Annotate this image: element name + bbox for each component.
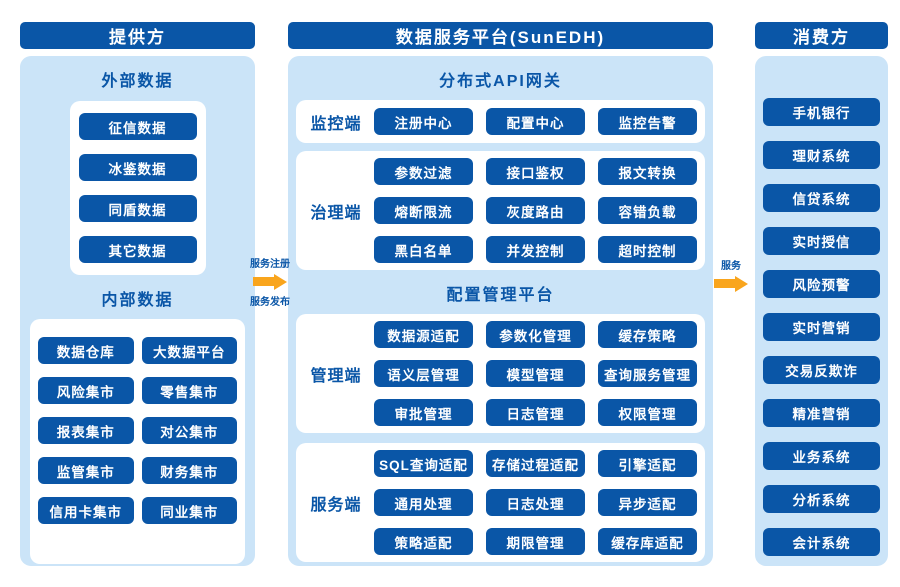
- config-module-node: 日志处理: [486, 489, 585, 516]
- consumer-system-node: 会计系统: [763, 528, 880, 556]
- gateway-module-node: 参数过滤: [374, 158, 473, 185]
- gateway-module-node: 灰度路由: [486, 197, 585, 224]
- platform-panel: 分布式API网关 监控端 注册中心 配置中心 监控告警 治理端 参数过滤 接口鉴…: [288, 56, 713, 566]
- consumer-system-node: 风险预警: [763, 270, 880, 298]
- gateway-module-node: 熔断限流: [374, 197, 473, 224]
- internal-data-node: 财务集市: [141, 457, 237, 484]
- internal-data-node: 同业集市: [141, 497, 237, 524]
- gateway-module-node: 报文转换: [598, 158, 697, 185]
- gateway-module-node: 接口鉴权: [486, 158, 585, 185]
- internal-data-node: 零售集市: [141, 377, 237, 404]
- consumer-system-node: 精准营销: [763, 399, 880, 427]
- consumer-system-node: 实时授信: [763, 227, 880, 255]
- gateway-module-node: 超时控制: [598, 236, 697, 263]
- arrow-head: [735, 275, 748, 292]
- gateway-module-node: 容错负载: [598, 197, 697, 224]
- external-data-node: 冰鉴数据: [78, 154, 197, 181]
- arrow-body: [714, 279, 735, 288]
- monitor-group-label: 监控端: [310, 115, 362, 133]
- governance-group: 治理端 参数过滤 接口鉴权 报文转换 熔断限流 灰度路由 容错负载 黑白名单 并…: [296, 151, 705, 270]
- config-module-node: 期限管理: [486, 528, 585, 555]
- consumer-header: 消费方: [755, 22, 888, 49]
- consumer-system-node: 手机银行: [763, 98, 880, 126]
- consumer-system-node: 实时营销: [763, 313, 880, 341]
- service-group-label: 服务端: [310, 496, 362, 514]
- config-module-node: SQL查询适配: [374, 450, 473, 477]
- internal-data-node: 对公集市: [141, 417, 237, 444]
- consumer-system-node: 理财系统: [763, 141, 880, 169]
- config-platform-title: 配置管理平台: [446, 287, 555, 304]
- service-group-grid: SQL查询适配 存储过程适配 引擎适配 通用处理 日志处理 异步适配 策略适配 …: [374, 450, 697, 555]
- platform-header-label: 数据服务平台(SunEDH): [395, 28, 606, 47]
- provider-header-label: 提供方: [109, 28, 166, 47]
- consumer-system-node: 分析系统: [763, 485, 880, 513]
- gateway-module-node: 监控告警: [598, 108, 697, 135]
- provider-to-platform-arrow: 服务注册 服务发布: [249, 255, 291, 308]
- internal-data-node: 大数据平台: [141, 337, 237, 364]
- provider-column: 提供方 外部数据 征信数据 冰鉴数据 同盾数据 其它数据 内部数据 数据仓库 大…: [20, 22, 255, 566]
- config-module-node: 权限管理: [598, 399, 697, 426]
- consumer-panel: 手机银行 理财系统 信贷系统 实时授信 风险预警 实时营销 交易反欺诈 精准营销…: [755, 56, 888, 566]
- internal-data-title: 内部数据: [101, 292, 174, 309]
- right-arrow-icon: [714, 275, 748, 292]
- governance-group-label: 治理端: [310, 204, 362, 222]
- internal-data-node: 监管集市: [38, 457, 134, 484]
- external-data-title: 外部数据: [101, 73, 174, 90]
- internal-data-node: 风险集市: [38, 377, 134, 404]
- internal-data-node: 信用卡集市: [38, 497, 134, 524]
- config-module-node: 参数化管理: [486, 321, 585, 348]
- monitor-group-grid: 注册中心 配置中心 监控告警: [374, 108, 697, 135]
- config-module-node: 查询服务管理: [598, 360, 697, 387]
- config-module-node: 日志管理: [486, 399, 585, 426]
- gateway-module-node: 注册中心: [374, 108, 473, 135]
- consumer-system-node: 业务系统: [763, 442, 880, 470]
- config-module-node: 语义层管理: [374, 360, 473, 387]
- external-data-node: 征信数据: [78, 113, 197, 140]
- config-module-node: 缓存库适配: [598, 528, 697, 555]
- internal-data-node: 数据仓库: [38, 337, 134, 364]
- right-arrow-icon: [253, 273, 287, 290]
- arrow-head: [274, 273, 287, 290]
- consumer-system-node: 信贷系统: [763, 184, 880, 212]
- external-data-node: 同盾数据: [78, 195, 197, 222]
- config-module-node: 存储过程适配: [486, 450, 585, 477]
- config-module-node: 审批管理: [374, 399, 473, 426]
- config-module-node: 异步适配: [598, 489, 697, 516]
- gateway-module-node: 并发控制: [486, 236, 585, 263]
- management-group-label: 管理端: [310, 367, 362, 385]
- platform-to-consumer-arrow: 服务: [710, 257, 752, 292]
- monitor-group: 监控端 注册中心 配置中心 监控告警: [296, 100, 705, 143]
- internal-data-box: 数据仓库 大数据平台 风险集市 零售集市 报表集市 对公集市 监管集市 财务集市…: [30, 319, 245, 564]
- arrow-body: [253, 277, 274, 286]
- config-module-node: 数据源适配: [374, 321, 473, 348]
- provider-header: 提供方: [20, 22, 255, 49]
- provider-panel: 外部数据 征信数据 冰鉴数据 同盾数据 其它数据 内部数据 数据仓库 大数据平台…: [20, 56, 255, 566]
- internal-data-node: 报表集市: [38, 417, 134, 444]
- config-module-node: 模型管理: [486, 360, 585, 387]
- consumer-system-node: 交易反欺诈: [763, 356, 880, 384]
- external-data-box: 征信数据 冰鉴数据 同盾数据 其它数据: [69, 101, 206, 275]
- management-group: 管理端 数据源适配 参数化管理 缓存策略 语义层管理 模型管理 查询服务管理 审…: [296, 314, 705, 433]
- gateway-module-node: 配置中心: [486, 108, 585, 135]
- service-group: 服务端 SQL查询适配 存储过程适配 引擎适配 通用处理 日志处理 异步适配 策…: [296, 443, 705, 562]
- consumer-header-label: 消费方: [793, 28, 850, 47]
- gateway-module-node: 黑白名单: [374, 236, 473, 263]
- config-module-node: 引擎适配: [598, 450, 697, 477]
- service-publish-label: 服务发布: [250, 297, 290, 308]
- service-register-label: 服务注册: [250, 259, 290, 270]
- platform-header: 数据服务平台(SunEDH): [288, 22, 713, 49]
- config-module-node: 通用处理: [374, 489, 473, 516]
- external-data-node: 其它数据: [78, 236, 197, 263]
- platform-column: 数据服务平台(SunEDH) 分布式API网关 监控端 注册中心 配置中心 监控…: [288, 22, 713, 566]
- api-gateway-title: 分布式API网关: [439, 73, 562, 90]
- service-label: 服务: [721, 261, 741, 272]
- config-module-node: 缓存策略: [598, 321, 697, 348]
- config-module-node: 策略适配: [374, 528, 473, 555]
- consumer-column: 消费方 手机银行 理财系统 信贷系统 实时授信 风险预警 实时营销 交易反欺诈 …: [755, 22, 888, 566]
- management-group-grid: 数据源适配 参数化管理 缓存策略 语义层管理 模型管理 查询服务管理 审批管理 …: [374, 321, 697, 426]
- governance-group-grid: 参数过滤 接口鉴权 报文转换 熔断限流 灰度路由 容错负载 黑白名单 并发控制 …: [374, 158, 697, 263]
